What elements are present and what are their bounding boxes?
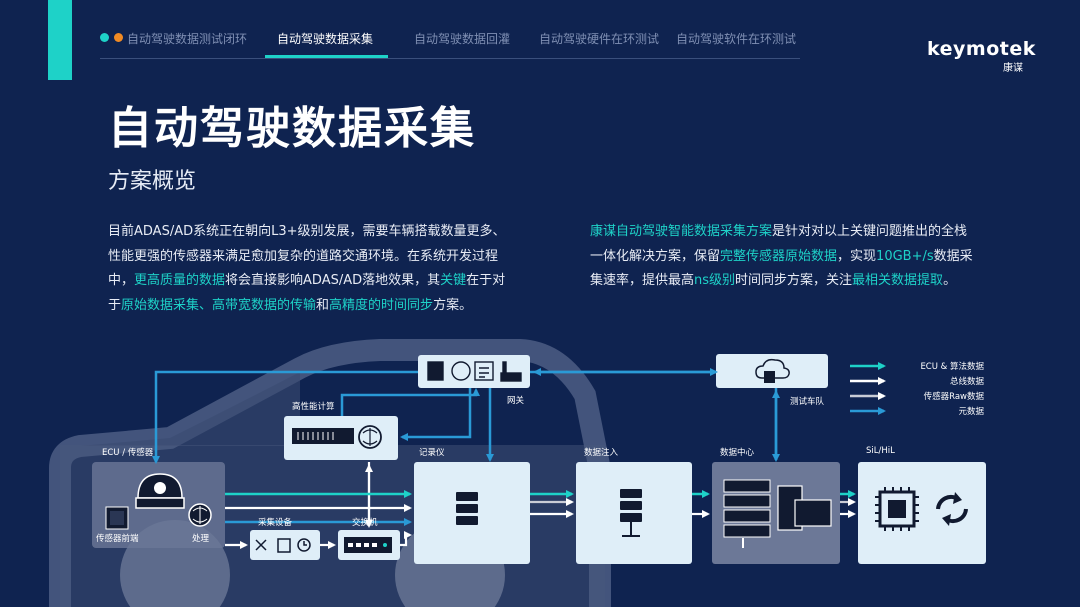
- body-text: 和: [316, 297, 330, 313]
- highlight-text: 完整传感器原始数据: [720, 248, 838, 264]
- accent-bar: [48, 0, 72, 80]
- label-processing: 处理: [192, 534, 210, 544]
- page-subtitle: 方案概览: [108, 169, 197, 194]
- paragraph-line: 中，更高质量的数据将会直接影响ADAS/AD落地效果，其关键在于对: [108, 269, 538, 294]
- top-nav: 自动驾驶数据测试闭环 自动驾驶数据采集 自动驾驶数据回灌 自动驾驶硬件在环测试 …: [100, 26, 800, 59]
- label-test-fleet: 测试车队: [790, 397, 825, 407]
- sensor-frontend-chip-icon: [105, 506, 129, 530]
- tab-hil-test[interactable]: 自动驾驶硬件在环测试: [539, 32, 660, 46]
- body-text: 目前ADAS/AD系统正在朝向L3+级别发展，需要车辆搭载数量更多、: [108, 224, 506, 239]
- active-tab-underline: [265, 55, 388, 58]
- body-text: 数据采: [933, 248, 973, 264]
- label-gateway: 网关: [507, 396, 525, 406]
- gateway-icons: [427, 361, 522, 382]
- legend-bus: 总线数据: [949, 377, 984, 387]
- logo-chinese: 康谋: [1003, 63, 1023, 74]
- tab-data-replay[interactable]: 自动驾驶数据回灌: [414, 32, 511, 46]
- label-data-injection: 数据注入: [584, 448, 619, 458]
- data-center-base: [742, 538, 744, 548]
- highlight-text: 高精度的时间同步: [329, 297, 434, 313]
- body-text: 性能更强的传感器来满足愈加复杂的道路交通环境。在系统开发过程: [108, 248, 499, 264]
- hpc-server-grill: [297, 432, 334, 440]
- left-paragraph: 目前ADAS/AD系统正在朝向L3+级别发展，需要车辆搭载数量更多、性能更强的传…: [108, 220, 538, 318]
- paragraph-line: 康谋自动驾驶智能数据采集方案是针对对以上关键问题推出的全栈: [590, 220, 990, 245]
- body-text: 方案。: [433, 297, 473, 313]
- hpc-brain-icon: [358, 425, 382, 449]
- body-text: 于: [108, 297, 122, 313]
- legend-meta: 元数据: [958, 407, 984, 417]
- sil-hil-chip-icon: [875, 487, 919, 531]
- switch-ports: [348, 543, 387, 547]
- paragraph-line: 一体化解决方案，保留完整传感器原始数据，实现10GB+/s数据采: [590, 245, 990, 270]
- body-text: 。: [943, 273, 957, 288]
- sil-hil-sync-icon: [936, 492, 968, 526]
- test-fleet-cloud-icon: [755, 358, 790, 383]
- label-ecu-sensor: ECU / 传感器: [102, 448, 154, 458]
- tab-data-acquisition[interactable]: 自动驾驶数据采集: [277, 32, 374, 46]
- paragraph-line: 性能更强的传感器来满足愈加复杂的道路交通环境。在系统开发过程: [108, 245, 538, 270]
- body-text: 集速率，提供最高: [590, 273, 695, 288]
- bus-connections: [225, 462, 856, 549]
- highlight-text: 更高质量的数据: [134, 273, 226, 288]
- body-text: 中，: [108, 273, 135, 288]
- nav-dot-orange: [114, 33, 123, 42]
- camera-icon: [135, 473, 185, 509]
- label-hpc: 高性能计算: [292, 402, 335, 412]
- paragraph-line: 集速率，提供最高ns级别时间同步方案，关注最相关数据提取。: [590, 269, 990, 294]
- paragraph-line: 于原始数据采集、高带宽数据的传输和高精度的时间同步方案。: [108, 294, 538, 319]
- tab-sil-test[interactable]: 自动驾驶软件在环测试: [676, 32, 797, 46]
- processing-brain-icon: [188, 503, 212, 527]
- nav-dot-teal: [100, 33, 109, 42]
- body-text: 时间同步方案，关注: [735, 273, 853, 288]
- tab-data-test-loop[interactable]: 自动驾驶数据测试闭环: [127, 32, 248, 46]
- paragraph-line: 目前ADAS/AD系统正在朝向L3+级别发展，需要车辆搭载数量更多、: [108, 220, 538, 245]
- highlight-text: ns级别: [694, 273, 736, 288]
- body-text: 将会直接影响ADAS/AD落地效果，其: [225, 273, 441, 288]
- label-sil-hil: SiL/HiL: [866, 446, 895, 456]
- acquisition-device-box: [250, 530, 320, 560]
- right-paragraph: 康谋自动驾驶智能数据采集方案是针对对以上关键问题推出的全栈一体化解决方案，保留完…: [590, 220, 990, 294]
- body-text: 是针对对以上关键问题推出的全栈: [772, 224, 968, 239]
- injection-server-icon: [620, 489, 642, 537]
- body-text: 一体化解决方案，保留: [590, 248, 721, 264]
- keymotek-logo: keymotek 康谋: [927, 38, 1037, 74]
- highlight-text: 康谋自动驾驶智能数据采集方案: [590, 224, 773, 239]
- logo-wordmark: keymotek: [927, 38, 1036, 60]
- highlight-text: 10GB+/s: [876, 248, 934, 264]
- page-title: 自动驾驶数据采集: [108, 103, 476, 154]
- highlight-text: 最相关数据提取: [852, 273, 944, 288]
- legend-arrows: [850, 362, 886, 415]
- highlight-text: 原始数据采集、高带宽数据的传输: [121, 297, 317, 313]
- highlight-text: 关键: [440, 273, 467, 288]
- legend-ecu-algo: ECU & 算法数据: [920, 362, 984, 372]
- sil-hil-box: [858, 462, 986, 564]
- data-center-workstation-icon: [777, 485, 832, 531]
- label-recorder: 记录仪: [419, 448, 445, 458]
- body-text: ，实现: [837, 248, 877, 264]
- acquisition-icons: [255, 538, 311, 553]
- legend-sensor-raw: 传感器Raw数据: [923, 392, 984, 402]
- metadata-connections: [152, 368, 780, 526]
- body-text: 在于对: [466, 273, 506, 288]
- label-sensor-frontend: 传感器前端: [96, 534, 139, 544]
- recorder-server-icon: [456, 492, 478, 525]
- label-data-center: 数据中心: [720, 448, 755, 458]
- data-center-rack-icon: [723, 479, 771, 538]
- label-acquisition-device: 采集设备: [258, 518, 293, 528]
- label-switch: 交换机: [352, 518, 378, 528]
